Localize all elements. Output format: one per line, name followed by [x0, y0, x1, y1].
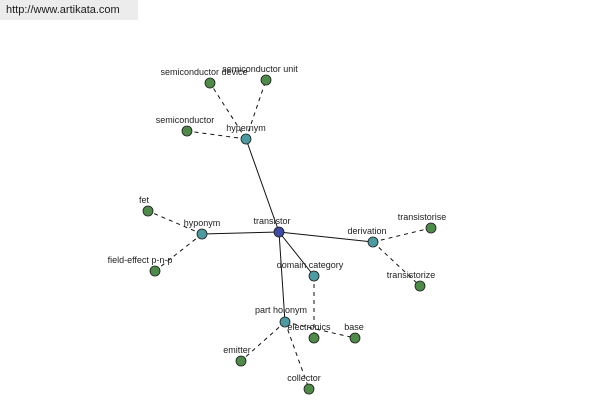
node-electronics[interactable]: [308, 332, 320, 344]
label-emitter: emitter: [223, 345, 251, 355]
label-transistorize: transistorize: [387, 270, 436, 280]
edge-transistor-part-holonym: [278, 231, 286, 323]
label-fet: fet: [139, 195, 150, 205]
label-domain-category: domain category: [277, 260, 344, 270]
node-collector[interactable]: [303, 383, 315, 395]
edge-derivation-transistorise: [372, 227, 432, 243]
label-semiconductor-unit: semiconductor unit: [222, 64, 298, 74]
edge-transistor-domain-category: [278, 231, 315, 277]
label-field-effect-p-n-p: field-effect p-n-p: [108, 255, 173, 265]
node-hyponym[interactable]: [196, 228, 208, 240]
label-derivation: derivation: [347, 226, 386, 236]
edge-derivation-transistorize: [372, 241, 421, 287]
node-transistor[interactable]: [273, 226, 285, 238]
edges-layer: [147, 79, 432, 390]
label-hyponym: hyponym: [184, 218, 221, 228]
node-base[interactable]: [349, 332, 361, 344]
labels-layer: transistor hypernym hyponym derivation domai…: [108, 64, 447, 383]
edge-hyponym-field-effect-p-n-p: [154, 233, 203, 272]
label-part-holonym: part holonym: [255, 305, 307, 315]
node-field-effect-p-n-p[interactable]: [149, 265, 161, 277]
node-emitter[interactable]: [235, 355, 247, 367]
edge-hypernym-semiconductor-device: [209, 82, 247, 140]
label-electronics: electronics: [287, 322, 331, 332]
node-domain-category[interactable]: [308, 270, 320, 282]
edge-part-holonym-collector: [284, 321, 310, 390]
node-transistorize[interactable]: [414, 280, 426, 292]
edge-transistor-derivation: [278, 231, 374, 243]
label-transistorise: transistorise: [398, 212, 447, 222]
node-part-holonym[interactable]: [279, 316, 291, 328]
label-semiconductor: semiconductor: [156, 115, 215, 125]
edge-transistor-hyponym: [201, 231, 280, 235]
nodes-layer: [142, 74, 437, 395]
label-base: base: [344, 322, 364, 332]
node-semiconductor[interactable]: [181, 125, 193, 137]
node-hypernym[interactable]: [240, 133, 252, 145]
source-url[interactable]: http://www.artikata.com: [0, 0, 138, 20]
node-fet[interactable]: [142, 205, 154, 217]
edge-part-holonym-emitter: [240, 321, 286, 362]
label-collector: collector: [287, 373, 321, 383]
edge-part-holonym-base: [284, 321, 356, 339]
label-transistor: transistor: [253, 216, 290, 226]
node-derivation[interactable]: [367, 236, 379, 248]
label-hypernym: hypernym: [226, 123, 266, 133]
node-transistorise[interactable]: [425, 222, 437, 234]
label-semiconductor-device: semiconductor device: [160, 67, 247, 77]
edge-transistor-hypernym: [245, 138, 280, 233]
edge-hypernym-semiconductor-unit: [245, 79, 267, 140]
edge-hyponym-fet: [147, 210, 203, 235]
node-semiconductor-device[interactable]: [204, 77, 216, 89]
edge-hypernym-semiconductor: [186, 130, 247, 140]
node-semiconductor-unit[interactable]: [260, 74, 272, 86]
